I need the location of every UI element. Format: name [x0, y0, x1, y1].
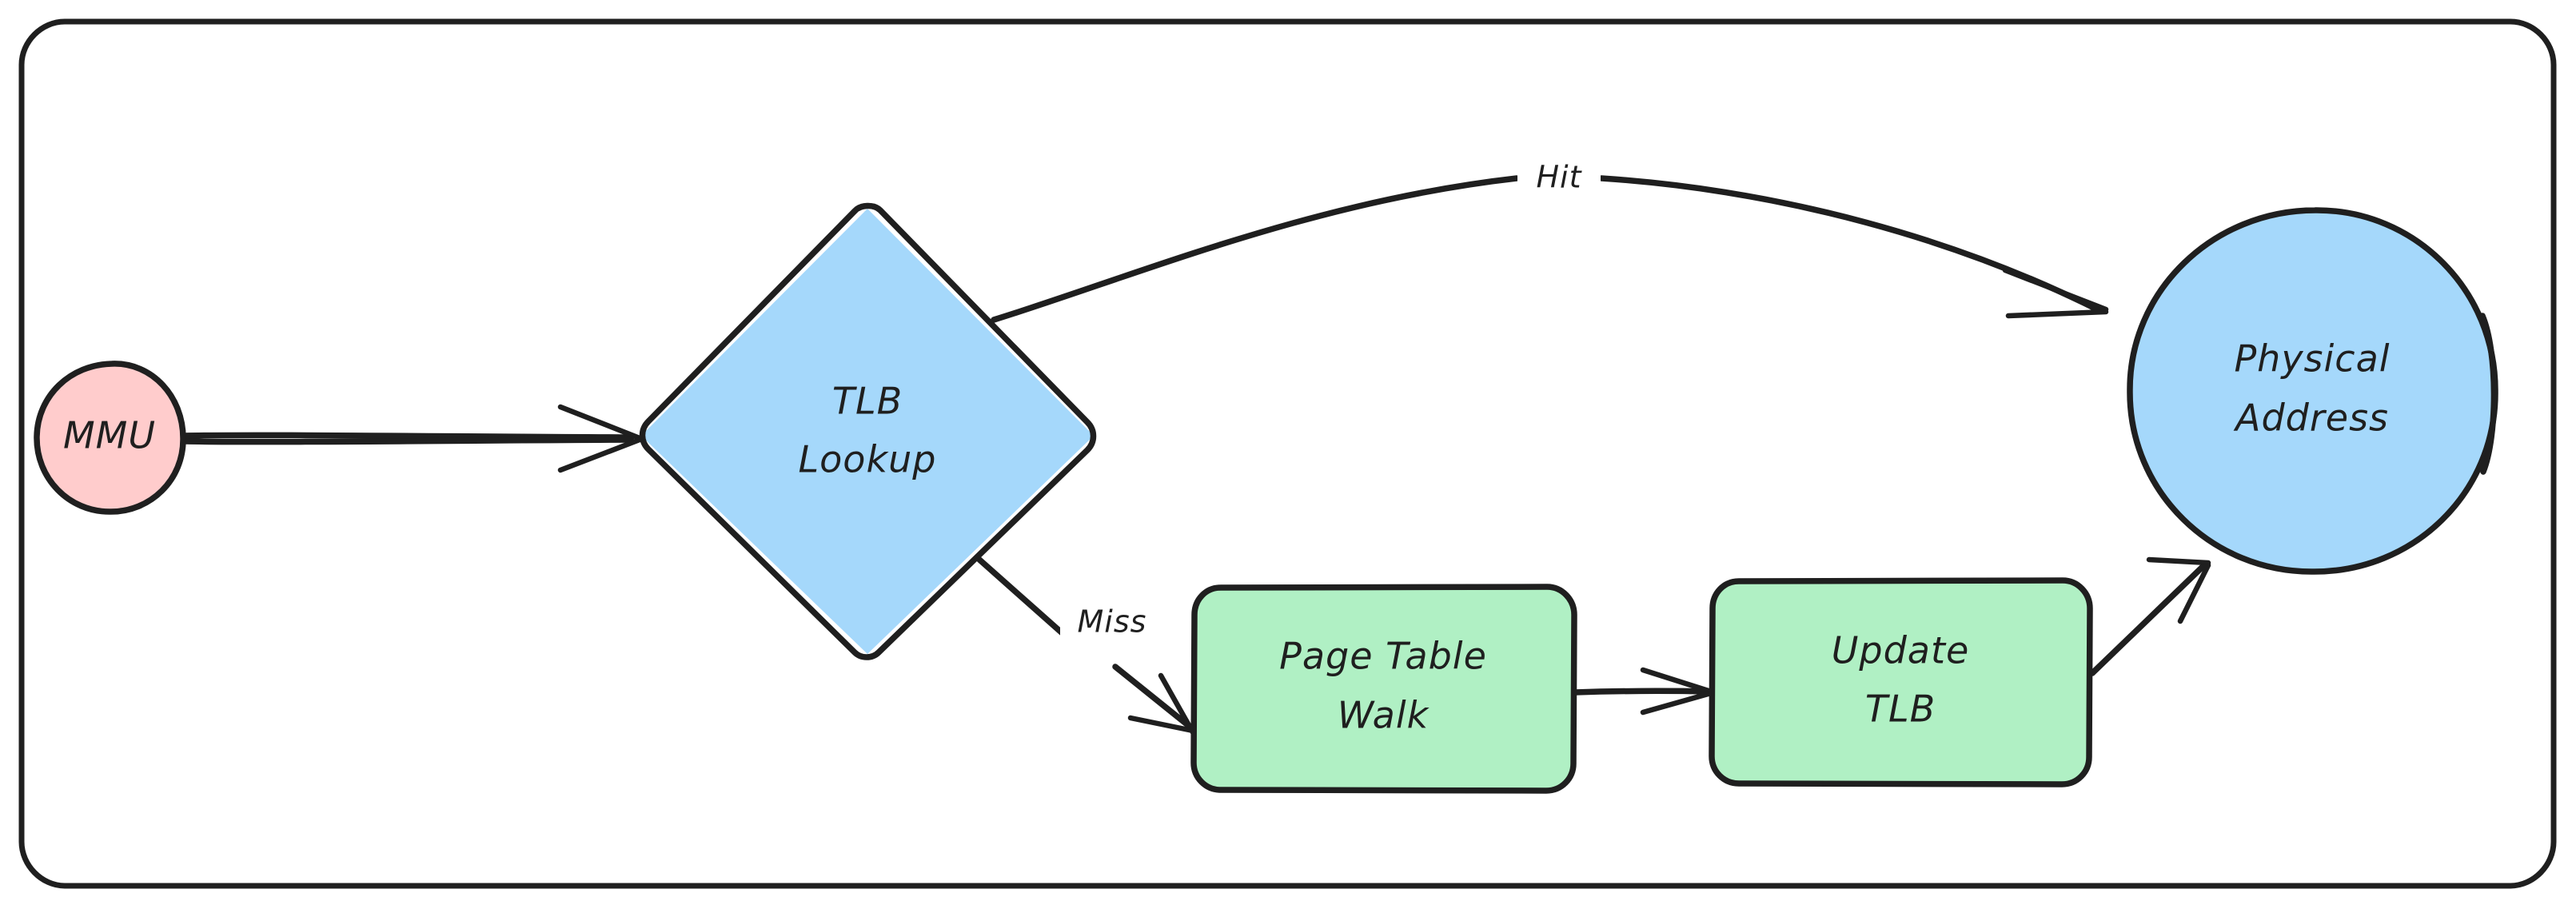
node-physical-address[interactable]: Physical Address [2127, 207, 2498, 575]
mmu-shape [37, 364, 182, 511]
page-table-walk-label-line-2: Walk [1338, 694, 1430, 737]
edge-mmu-to-tlb [181, 404, 643, 473]
hit-label: Hit [1536, 160, 1582, 195]
edge-tlb-hit [991, 175, 2109, 323]
miss-label: Miss [1078, 604, 1147, 640]
edge-label-hit: Hit [1517, 153, 1601, 203]
outer-container-frame [18, 18, 2557, 889]
page-table-walk-shape [1193, 587, 1573, 790]
tlb-lookup-label-line-1: TLB [832, 380, 903, 423]
node-update-tlb[interactable]: Update TLB [1709, 577, 2093, 787]
node-page-table-walk[interactable]: Page Table Walk [1190, 584, 1577, 794]
edge-tlb-miss [976, 556, 1196, 736]
physical-address-shape [2129, 210, 2495, 572]
edge-label-miss: Miss [1060, 598, 1164, 648]
hit-label-background [1517, 153, 1601, 203]
edge-update-to-physical [2089, 556, 2211, 676]
node-tlb-lookup[interactable]: TLB Lookup [639, 202, 1097, 660]
mmu-label: MMU [63, 414, 156, 457]
edge-walk-to-update [1572, 667, 1714, 716]
tlb-lookup-label-line-2: Lookup [799, 438, 937, 481]
physical-address-label-line-2: Address [2233, 397, 2389, 440]
node-mmu[interactable]: MMU [34, 361, 186, 515]
update-tlb-shape [1711, 580, 2089, 783]
update-tlb-label-line-1: Update [1832, 629, 1970, 672]
physical-address-label-line-1: Physical [2234, 337, 2390, 381]
page-table-walk-label-line-1: Page Table [1279, 635, 1487, 678]
update-tlb-label-line-2: TLB [1865, 688, 1936, 731]
tlb-lookup-shape [641, 209, 1094, 654]
miss-label-background [1060, 598, 1164, 648]
